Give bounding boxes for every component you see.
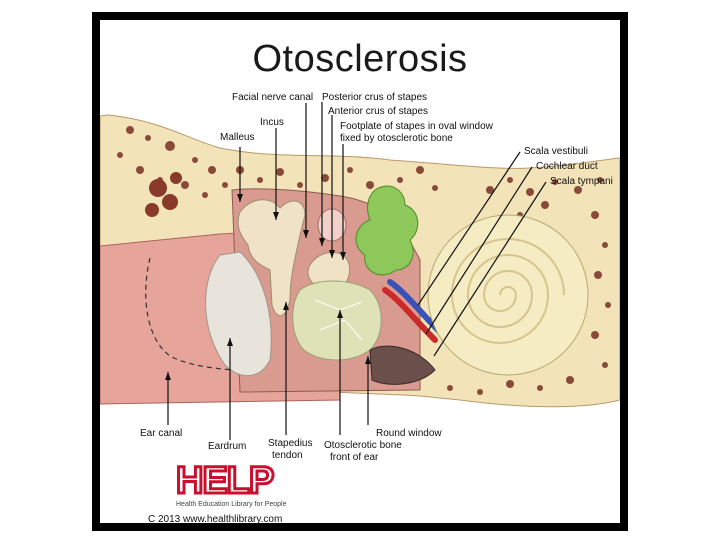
label-ear-canal: Ear canal	[140, 428, 182, 440]
label-facial-nerve-canal: Facial nerve canal	[232, 92, 313, 104]
logo-wordmark: HELP	[176, 463, 273, 499]
image-frame: Otosclerosis Facial nerve canal Posterio…	[92, 12, 628, 531]
otosclerotic-bone-mass	[293, 281, 382, 360]
label-round-window: Round window	[376, 428, 442, 440]
label-stapedius-line1: Stapedius	[268, 438, 312, 450]
label-footplate-line1: Footplate of stapes in oval window	[340, 121, 493, 133]
label-cochlear-duct: Cochlear duct	[536, 161, 598, 173]
label-posterior-crus: Posterior crus of stapes	[322, 92, 427, 104]
diagram-panel: Otosclerosis Facial nerve canal Posterio…	[100, 20, 620, 523]
logo-subtitle: Health Education Library for People	[176, 501, 287, 508]
label-otosclerotic-line1: Otosclerotic bone	[324, 440, 402, 452]
diagram-title: Otosclerosis	[100, 38, 620, 81]
label-scala-tympani: Scala tympani	[550, 176, 613, 188]
label-scala-vestibuli: Scala vestibuli	[524, 146, 588, 158]
label-footplate-line2: fixed by otosclerotic bone	[340, 133, 453, 145]
copyright-text: C 2013 www.healthlibrary.com	[148, 514, 282, 523]
help-logo: HELP Health Education Library for People	[176, 463, 376, 503]
label-anterior-crus: Anterior crus of stapes	[328, 106, 428, 118]
label-malleus: Malleus	[220, 132, 254, 144]
label-incus: Incus	[260, 117, 284, 129]
label-stapedius-line2: tendon	[272, 450, 303, 462]
label-eardrum: Eardrum	[208, 441, 246, 453]
